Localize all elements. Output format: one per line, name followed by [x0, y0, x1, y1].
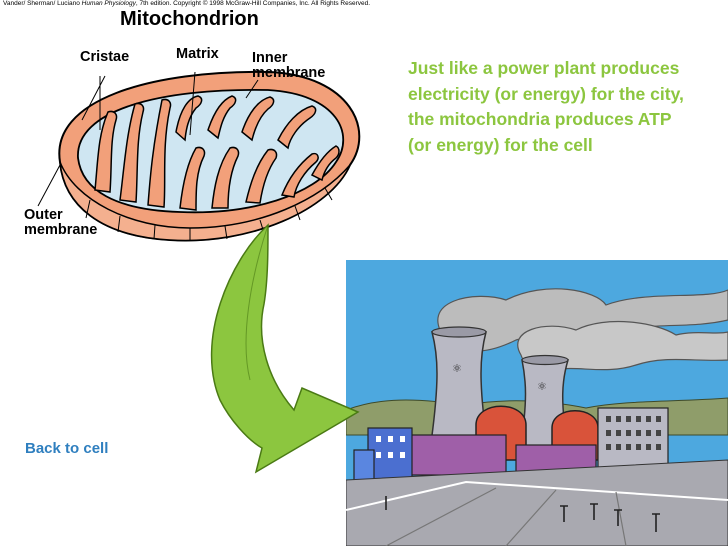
copyright-credit: Vander/ Sherman/ Luciano Human Physiolog… [3, 0, 371, 7]
power-plant-illustration: ⚛ ⚛ [346, 260, 728, 546]
curved-arrow-icon [210, 223, 360, 474]
label-inner-membrane-2: membrane [252, 65, 326, 81]
label-cristae: Cristae [80, 49, 130, 65]
svg-text:⚛: ⚛ [452, 362, 462, 375]
label-inner-membrane-1: Inner [252, 50, 288, 66]
diagram-title: Mitochondrion [120, 8, 259, 30]
label-matrix: Matrix [176, 46, 219, 62]
mitochondrion-illustration [37, 70, 361, 242]
analogy-caption: Just like a power plant produces electri… [408, 58, 684, 155]
label-outer-membrane-2: membrane [24, 222, 98, 238]
label-outer-membrane-1: Outer [24, 207, 63, 223]
svg-text:⚛: ⚛ [537, 380, 547, 393]
back-to-cell-link[interactable]: Back to cell [25, 440, 109, 457]
